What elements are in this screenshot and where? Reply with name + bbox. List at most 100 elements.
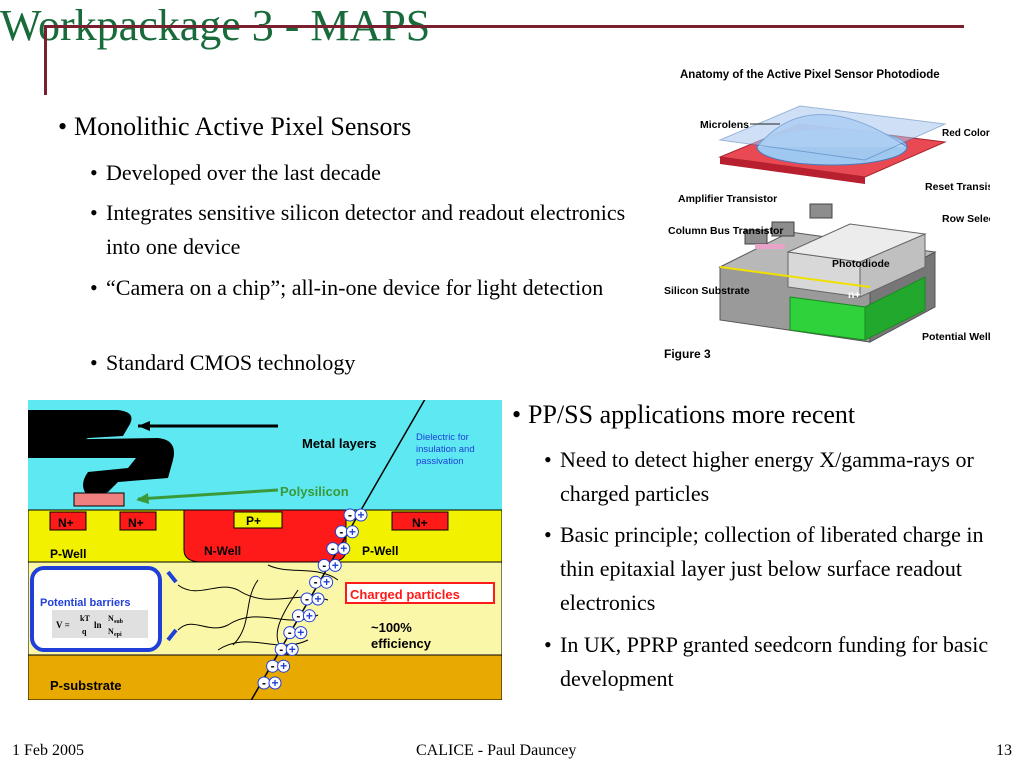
hole-sign: + (289, 642, 296, 656)
substrate-label: Silicon Substrate (664, 285, 750, 297)
column-bus-label: Column Bus Transistor (668, 225, 784, 237)
electron-sign: - (331, 542, 335, 556)
n-plus-label: N+ (128, 516, 144, 530)
p-well-label: P-Well (362, 544, 398, 558)
electron-sign: - (262, 676, 266, 690)
electron-sign: - (271, 659, 275, 673)
electron-sign: - (339, 525, 343, 539)
formula-nepi: N (108, 627, 114, 636)
formula-nsub-sub: sub (114, 619, 124, 625)
bullet-text: Standard CMOS technology (106, 350, 356, 375)
formula-nepi-sub: epi (114, 632, 122, 638)
hole-sign: + (297, 626, 304, 640)
sub-bullet: • Basic principle; collection of liberat… (544, 518, 1000, 620)
bullet-text: Developed over the last decade (106, 160, 381, 185)
bullet-text: Integrates sensitive silicon detector an… (106, 200, 626, 259)
p-plus-label: P+ (246, 514, 261, 528)
hole-marker (320, 575, 334, 589)
electron-sign: - (314, 575, 318, 589)
hole-sign: + (280, 659, 287, 673)
maps-cross-section-diagram: Metal layers Dielectric for insulation a… (28, 400, 502, 700)
hole-marker (302, 609, 316, 623)
footer-date: 1 Feb 2005 (12, 742, 84, 759)
hole-marker (311, 592, 325, 606)
bullet-text: In UK, PPRP granted seedcorn funding for… (560, 632, 989, 691)
footer-page-number: 13 (996, 742, 1012, 759)
bullet-text: Need to detect higher energy X/gamma-ray… (560, 447, 974, 506)
bullet-dot: • (90, 200, 98, 225)
bullet-dot: • (544, 632, 552, 657)
hole-marker (285, 642, 299, 656)
reset-label: Reset Transistor (925, 181, 990, 193)
sub-bullet: • In UK, PPRP granted seedcorn funding f… (544, 628, 1000, 696)
bullet-maps: • Monolithic Active Pixel Sensors (58, 110, 412, 144)
potential-barriers-label: Potential barriers (40, 597, 130, 609)
hole-sign: + (314, 592, 321, 606)
electron-sign: - (288, 626, 292, 640)
hole-sign: + (271, 676, 278, 690)
aps-anatomy-figure: Anatomy of the Active Pixel Sensor Photo… (664, 69, 990, 361)
photodiode-label: Photodiode (832, 258, 890, 270)
hole-marker (294, 626, 308, 640)
potential-well-label: Potential Well (922, 331, 990, 343)
polysilicon-label: Polysilicon (280, 484, 349, 499)
hole-marker (354, 508, 368, 522)
formula-ln: ln (94, 620, 102, 630)
sub-bullet: • Developed over the last decade (90, 156, 651, 190)
sub-bullet: • Need to detect higher energy X/gamma-r… (544, 443, 1000, 511)
n-plus-label: N+ (58, 516, 74, 530)
hole-marker (345, 525, 359, 539)
formula-lhs: V = (56, 620, 70, 630)
title-rule-vertical (44, 25, 47, 95)
formula-kt: kT (80, 614, 90, 623)
bullet-text: Basic principle; collection of liberated… (560, 522, 984, 615)
hole-sign: + (349, 525, 356, 539)
dielectric-label: Dielectric for insulation and passivatio… (416, 432, 477, 467)
footer-author: CALICE - Paul Dauncey (416, 742, 577, 759)
bullet-text: Monolithic Active Pixel Sensors (74, 112, 412, 141)
hole-sign: + (340, 542, 347, 556)
n-well-label: N-Well (204, 544, 241, 558)
hole-sign: + (323, 575, 330, 589)
formula-nsub: N (108, 614, 114, 623)
n-plus-label: N+ (412, 516, 428, 530)
sub-bullet: • Standard CMOS technology (90, 346, 651, 380)
hole-sign: + (357, 508, 364, 522)
microlens-label: Microlens (700, 119, 749, 131)
bullet-dot: • (58, 112, 68, 141)
sub-bullet: • “Camera on a chip”; all-in-one device … (90, 271, 651, 305)
figure-title: Anatomy of the Active Pixel Sensor Photo… (680, 69, 940, 81)
electron-sign: - (305, 592, 309, 606)
bullet-dot: • (90, 350, 98, 375)
red-filter-label: Red Color Filter (942, 128, 990, 139)
formula-q: q (82, 627, 87, 636)
electron-sign: - (279, 642, 283, 656)
bullet-dot: • (544, 522, 552, 547)
figure-caption: Figure 3 (664, 347, 711, 361)
amplifier-label: Amplifier Transistor (678, 193, 777, 205)
nplus-label: n+ (848, 289, 861, 301)
bullet-dot: • (544, 447, 552, 472)
bullet-text: PP/SS applications more recent (528, 400, 856, 429)
bullet-dot: • (90, 160, 98, 185)
bullet-text: “Camera on a chip”; all-in-one device fo… (106, 275, 604, 300)
hole-sign: + (306, 609, 313, 623)
efficiency-label: ~100% efficiency (371, 620, 432, 651)
hole-marker (337, 542, 351, 556)
electron-sign: - (322, 558, 326, 572)
electron-sign: - (348, 508, 352, 522)
bullet-dot: • (90, 275, 98, 300)
charge-pairs: -+-+-+-+-+-+-+-+-+-+-+ (257, 508, 368, 690)
hole-marker (328, 558, 342, 572)
title-rule (44, 25, 964, 28)
metal-layers-label: Metal layers (302, 436, 376, 451)
p-substrate-label: P-substrate (50, 678, 122, 693)
hole-marker (277, 659, 291, 673)
bullet-ppss: • PP/SS applications more recent (512, 398, 1008, 432)
hole-marker (268, 676, 282, 690)
hole-sign: + (332, 558, 339, 572)
sub-bullet: • Integrates sensitive silicon detector … (90, 196, 651, 264)
p-well-label: P-Well (50, 547, 86, 561)
electron-sign: - (296, 609, 300, 623)
bullet-dot: • (512, 400, 522, 429)
